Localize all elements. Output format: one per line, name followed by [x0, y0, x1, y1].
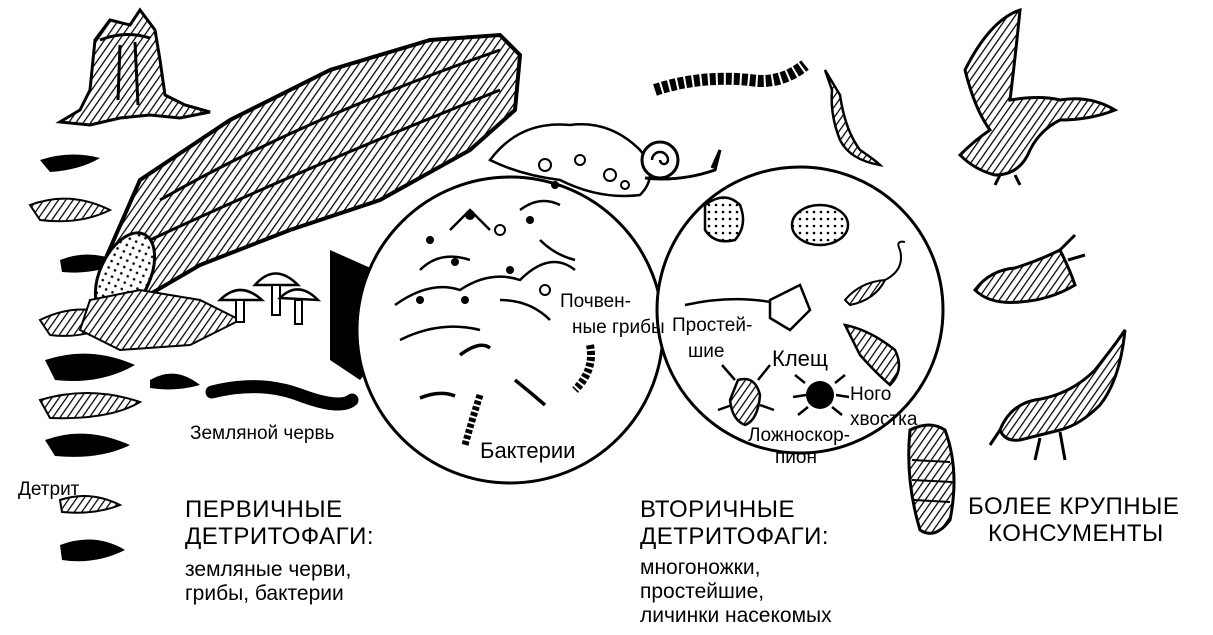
fungi-icon: [394, 181, 576, 342]
springtail-icon: [842, 323, 901, 387]
label-earthworm: Земляной червь: [190, 423, 335, 444]
shrew-icon: [973, 233, 1086, 304]
primary-members-1: земляные черви,: [185, 558, 352, 581]
label-pseudoscorpion-1: Ложноскор-: [748, 425, 851, 446]
mite-icon: [792, 374, 850, 416]
primary-title-2: ДЕТРИТОФАГИ:: [185, 523, 375, 550]
secondary-members-3: личинки насекомых: [640, 604, 832, 627]
primary-members-2: грибы, бактерии: [185, 582, 344, 605]
label-pseudoscorpion-2: пион: [775, 447, 817, 468]
pseudoscorpion-icon: [717, 364, 775, 427]
mushroom-icon: [216, 272, 322, 325]
label-soil-fungi-2: ные грибы: [572, 317, 665, 338]
snail-icon: [640, 140, 722, 181]
earthworm-icon: [205, 380, 359, 411]
label-protozoa-1: Простей-: [672, 315, 753, 336]
label-protozoa-2: шие: [688, 341, 725, 362]
secondary-title-1: ВТОРИЧНЫЕ: [640, 496, 795, 523]
primary-title-1: ПЕРВИЧНЫЕ: [185, 496, 343, 523]
larger-title-2: КОНСУМЕНТЫ: [988, 520, 1164, 547]
secondary-members-2: простейшие,: [640, 580, 765, 603]
larger-title-1: БОЛЕЕ КРУПНЫЕ: [968, 493, 1180, 520]
stump-icon: [55, 7, 211, 127]
hawk-icon: [957, 7, 1119, 186]
label-soil-fungi-1: Почвен-: [560, 291, 631, 312]
bird-icon: [988, 329, 1127, 461]
secondary-members-1: многоножки,: [640, 556, 761, 579]
secondary-title-2: ДЕТРИТОФАГИ:: [640, 523, 830, 550]
protozoa-icon: [684, 196, 906, 332]
label-mite: Клещ: [772, 346, 828, 371]
label-bacteria: Бактерии: [480, 438, 576, 463]
label-springtail-1: Ного: [850, 384, 892, 405]
label-springtail-2: хвостка: [850, 409, 918, 430]
larva-icon: [907, 423, 956, 535]
millipede-icon: [653, 60, 809, 96]
log-icon: [78, 32, 523, 352]
label-detritus: Детрит: [18, 479, 80, 500]
bacteria-icon: [419, 343, 595, 446]
slug-icon: [823, 69, 884, 167]
